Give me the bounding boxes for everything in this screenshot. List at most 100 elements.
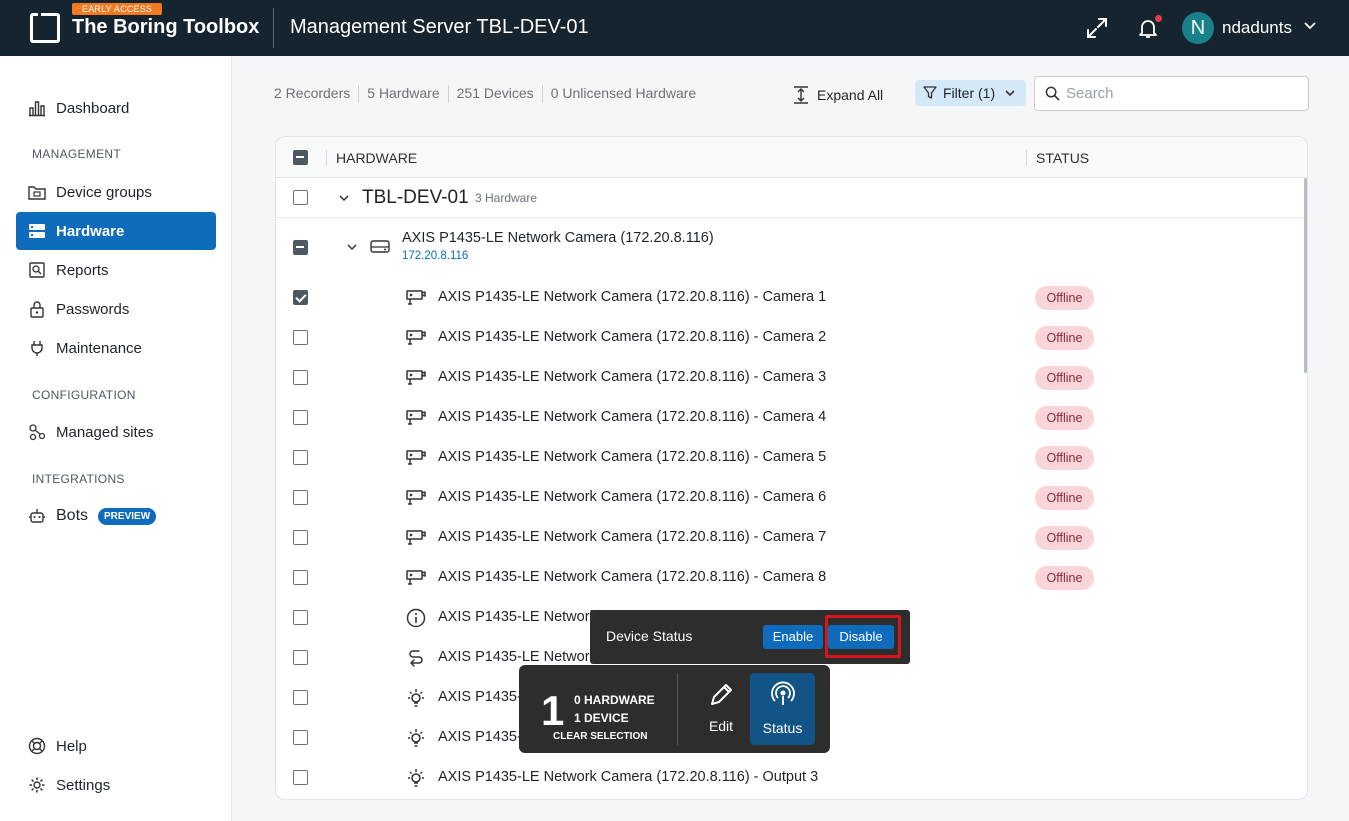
device-name: AXIS P1435-LE Network Camera (172.20.8.1… [438, 569, 827, 585]
status-label: Status [762, 720, 803, 736]
hardware-ip-link[interactable]: 172.20.8.116 [402, 250, 469, 262]
selection-bar: 1 0 HARDWARE 1 DEVICE CLEAR SELECTION Ed… [519, 665, 830, 753]
column-status[interactable]: STATUS [1036, 150, 1090, 166]
chevron-down-icon[interactable] [346, 241, 358, 253]
device-checkbox[interactable] [293, 370, 308, 385]
username[interactable]: ndadunts [1222, 18, 1292, 37]
device-checkbox[interactable] [293, 570, 308, 585]
device-row[interactable]: AXIS P1435-LE Network Camera (172.20.8.1… [276, 758, 1305, 798]
sidebar-item-dashboard[interactable]: Dashboard [16, 89, 216, 127]
table-header: HARDWARE STATUS [276, 137, 1307, 178]
device-checkbox[interactable] [293, 690, 308, 705]
device-checkbox[interactable] [293, 610, 308, 625]
filter-button[interactable]: Filter (1) [915, 80, 1026, 106]
device-row[interactable]: AXIS P1435-LE Network Camera (172.20.8.1… [276, 518, 1305, 558]
status-badge: Offline [1035, 286, 1094, 310]
device-name: AXIS P1435-LE Network Camera (172.20.8.1… [438, 329, 827, 345]
status-badge: Offline [1035, 486, 1094, 510]
device-checkbox[interactable] [293, 410, 308, 425]
device-checkbox[interactable] [293, 730, 308, 745]
status-badge: Offline [1035, 326, 1094, 350]
bulb-icon [408, 769, 424, 787]
help-icon [28, 737, 46, 755]
column-hardware[interactable]: HARDWARE [336, 150, 418, 166]
plug-icon [31, 341, 43, 356]
folder-icon [28, 186, 46, 200]
brand-title[interactable]: The Boring Toolbox [72, 16, 260, 38]
device-checkbox[interactable] [293, 450, 308, 465]
device-checkbox[interactable] [293, 530, 308, 545]
group-count: 3 Hardware [475, 191, 538, 205]
preview-badge: PREVIEW [98, 507, 157, 525]
avatar[interactable]: N [1182, 12, 1214, 44]
device-row[interactable]: AXIS P1435-LE Network Camera (172.20.8.1… [276, 478, 1305, 518]
device-name: AXIS P1435-LE Network Camera (172.20.8.1… [438, 769, 819, 785]
sidebar-item-device-groups[interactable]: Device groups [16, 173, 216, 211]
edit-button[interactable]: Edit [697, 681, 745, 734]
sidebar-item-label: Help [56, 737, 87, 755]
hardware-device-icon [370, 240, 390, 253]
sidebar-item-hardware[interactable]: Hardware [16, 212, 216, 250]
filter-label: Filter (1) [943, 85, 996, 101]
search-input[interactable] [1066, 85, 1286, 102]
search-icon [1045, 86, 1060, 101]
group-row[interactable]: TBL-DEV-01 3 Hardware [276, 178, 1305, 218]
sidebar-item-passwords[interactable]: Passwords [16, 290, 216, 328]
expand-icon[interactable] [1085, 16, 1109, 40]
sidebar-item-maintenance[interactable]: Maintenance [16, 329, 216, 367]
select-all-checkbox[interactable] [293, 150, 308, 165]
pencil-icon [711, 684, 732, 705]
sidebar-item-managed-sites[interactable]: Managed sites [16, 413, 216, 451]
hardware-summary: 2 Recorders 5 Hardware 251 Devices 0 Unl… [274, 85, 696, 103]
device-row[interactable]: AXIS P1435-LE Network Camera (172.20.8.1… [276, 278, 1305, 318]
server-icon [29, 224, 45, 238]
devices-count: 251 Devices [456, 85, 534, 101]
device-row[interactable]: AXIS P1435-LE Network Camera (172.20.8.1… [276, 398, 1305, 438]
device-checkbox[interactable] [293, 290, 308, 305]
camera-icon [406, 370, 426, 385]
device-row[interactable]: AXIS P1435-LE Network Camera (172.20.8.1… [276, 318, 1305, 358]
scrollbar[interactable] [1304, 178, 1307, 373]
status-badge: Offline [1035, 526, 1094, 550]
filter-icon [923, 86, 937, 99]
sidebar-item-bots[interactable]: Bots PREVIEW [16, 497, 216, 535]
chart-icon [29, 101, 45, 117]
device-checkbox[interactable] [293, 330, 308, 345]
header-divider [273, 8, 274, 48]
sidebar-item-reports[interactable]: Reports [16, 251, 216, 289]
enable-button[interactable]: Enable [763, 625, 823, 649]
device-checkbox[interactable] [293, 770, 308, 785]
device-checkbox[interactable] [293, 650, 308, 665]
search-box[interactable] [1034, 76, 1309, 111]
status-button[interactable]: Status [750, 673, 815, 745]
device-checkbox[interactable] [293, 490, 308, 505]
sidebar-item-settings[interactable]: Settings [16, 766, 216, 804]
clear-selection-button[interactable]: CLEAR SELECTION [553, 731, 648, 742]
disable-button[interactable]: Disable [828, 625, 894, 649]
chevron-down-icon[interactable] [338, 192, 350, 204]
robot-icon [29, 509, 45, 523]
chevron-down-icon[interactable] [1303, 19, 1317, 33]
status-badge: Offline [1035, 566, 1094, 590]
highlight-box [825, 615, 901, 658]
sidebar-item-label: Passwords [56, 300, 130, 318]
device-row[interactable]: AXIS P1435-LE Network Camera (172.20.8.1… [276, 558, 1305, 598]
info-icon [406, 608, 426, 628]
section-configuration: CONFIGURATION [32, 388, 136, 402]
sidebar-item-label: Dashboard [56, 99, 130, 117]
sidebar-item-help[interactable]: Help [16, 727, 216, 765]
device-row[interactable]: AXIS P1435-LE Network Camera (172.20.8.1… [276, 358, 1305, 398]
selection-count: 1 [541, 687, 565, 734]
report-icon [29, 262, 45, 278]
device-name: AXIS P1435-LE Network Camera (172.20.8.1… [438, 369, 827, 385]
status-badge: Offline [1035, 446, 1094, 470]
section-integrations: INTEGRATIONS [32, 472, 125, 486]
hardware-row[interactable]: AXIS P1435-LE Network Camera (172.20.8.1… [276, 218, 1305, 278]
bell-icon[interactable] [1136, 16, 1160, 40]
group-checkbox[interactable] [293, 190, 308, 205]
logo-icon[interactable] [30, 13, 60, 43]
camera-icon [406, 450, 426, 465]
hardware-checkbox[interactable] [293, 240, 308, 255]
expand-all-button[interactable]: Expand All [793, 83, 883, 107]
device-row[interactable]: AXIS P1435-LE Network Camera (172.20.8.1… [276, 438, 1305, 478]
